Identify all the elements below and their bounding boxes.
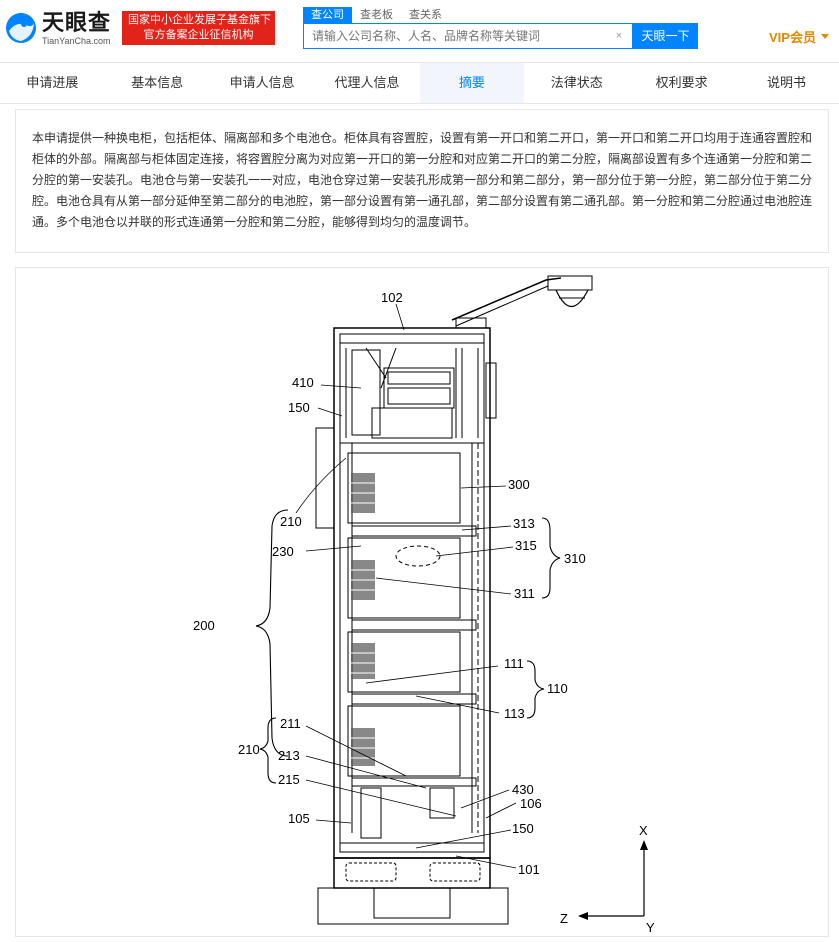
patent-tab-bar: 申请进展 基本信息 申请人信息 代理人信息 摘要 法律状态 权利要求 说明书 <box>0 62 839 104</box>
label-410: 410 <box>292 375 314 390</box>
search-input[interactable] <box>304 24 604 48</box>
patent-drawing: 102 410 150 300 210 313 230 315 310 311 … <box>193 275 655 935</box>
vip-label: VIP会员 <box>769 30 816 45</box>
abstract-text: 本申请提供一种换电柜，包括柜体、隔离部和多个电池仓。柜体具有容置腔，设置有第一开… <box>32 131 813 229</box>
label-310: 310 <box>564 551 586 566</box>
search-tab-company[interactable]: 查公司 <box>303 7 352 23</box>
axis-x-label: X <box>639 823 648 838</box>
label-230: 230 <box>272 544 294 559</box>
clear-icon[interactable]: × <box>615 30 623 42</box>
tab-abstract[interactable]: 摘要 <box>419 63 525 103</box>
label-111: 111 <box>504 656 524 671</box>
label-105: 105 <box>288 811 310 826</box>
search-tab-relation[interactable]: 查关系 <box>409 9 442 21</box>
tianyancha-logo-icon <box>6 13 36 43</box>
tab-agent-info[interactable]: 代理人信息 <box>334 75 400 90</box>
label-215: 215 <box>278 772 300 787</box>
label-211: 211 <box>280 716 301 731</box>
search-type-tabs: 查公司 查老板 查关系 <box>303 7 450 23</box>
search-button[interactable]: 天眼一下 <box>633 23 698 49</box>
logo[interactable]: 天眼查 TianYanCha.com <box>4 8 116 48</box>
label-110: 110 <box>547 681 568 696</box>
label-313: 313 <box>513 516 535 531</box>
label-200: 200 <box>193 618 215 633</box>
logo-chinese-text: 天眼查 <box>42 9 112 35</box>
site-header: 天眼查 TianYanCha.com 国家中小企业发展子基金旗下 官方备案企业征… <box>0 0 839 62</box>
tab-legal-status[interactable]: 法律状态 <box>550 75 603 90</box>
label-113: 113 <box>504 706 525 721</box>
badge-line-1: 国家中小企业发展子基金旗下 <box>128 14 271 26</box>
axis-y-label: Y <box>646 920 655 935</box>
official-badge: 国家中小企业发展子基金旗下 官方备案企业征信机构 <box>122 11 275 45</box>
axis-z-label: Z <box>560 911 568 926</box>
label-315: 315 <box>515 538 537 553</box>
label-430: 430 <box>512 782 534 797</box>
chevron-down-icon <box>820 34 829 39</box>
vip-menu[interactable]: VIP会员 <box>769 27 829 46</box>
logo-english-text: TianYanCha.com <box>42 35 111 46</box>
abstract-panel: 本申请提供一种换电柜，包括柜体、隔离部和多个电池仓。柜体具有容置腔，设置有第一开… <box>15 109 829 253</box>
tab-applicant-info[interactable]: 申请人信息 <box>229 75 295 90</box>
label-101: 101 <box>518 862 540 877</box>
label-311: 311 <box>514 586 535 601</box>
label-210-bottom: 210 <box>238 742 260 757</box>
patent-drawing-panel: 102 410 150 300 210 313 230 315 310 311 … <box>15 267 829 937</box>
search-box: × <box>303 23 633 49</box>
label-300: 300 <box>508 477 530 492</box>
label-102: 102 <box>381 290 403 305</box>
label-213: 213 <box>278 748 300 763</box>
tab-description[interactable]: 说明书 <box>767 75 807 90</box>
label-210-top: 210 <box>280 514 302 529</box>
tab-claims[interactable]: 权利要求 <box>655 75 708 90</box>
tab-basic-info[interactable]: 基本信息 <box>131 75 184 90</box>
label-150-bottom: 150 <box>512 821 534 836</box>
search-tab-boss[interactable]: 查老板 <box>360 9 393 21</box>
label-106: 106 <box>520 796 542 811</box>
badge-line-2: 官方备案企业征信机构 <box>143 29 254 41</box>
label-150-top: 150 <box>288 400 310 415</box>
tab-application-progress[interactable]: 申请进展 <box>26 75 79 90</box>
